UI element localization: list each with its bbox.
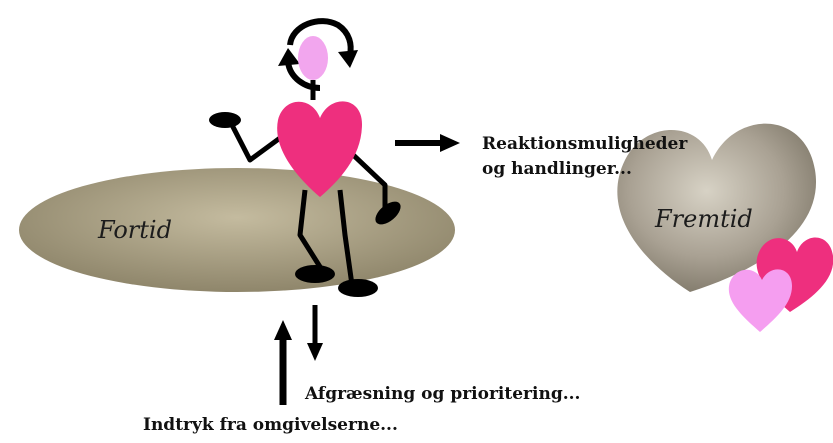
figure-right-foot <box>338 279 378 297</box>
impressions-arrowhead <box>274 320 292 340</box>
rotation-arrowhead-top <box>338 50 358 68</box>
rotation-arrowhead-bottom <box>278 48 300 66</box>
figure-left-foot <box>295 265 335 283</box>
figure-head <box>298 36 328 80</box>
future-label: Fremtid <box>655 205 753 233</box>
past-ground <box>19 168 455 292</box>
past-label: Fortid <box>98 216 172 244</box>
figure-left-hand <box>209 112 241 128</box>
filtering-label: Afgræsning og prioritering... <box>305 383 580 405</box>
filtering-arrowhead <box>307 343 323 361</box>
reactions-label-line2: og handlinger... <box>482 158 632 180</box>
impressions-label: Indtryk fra omgivelserne... <box>143 414 398 436</box>
figure-left-arm <box>232 125 280 160</box>
future-light-heart <box>729 269 792 332</box>
reactions-label-line1: Reaktionsmuligheder <box>482 133 687 155</box>
reactions-arrowhead <box>440 134 460 152</box>
